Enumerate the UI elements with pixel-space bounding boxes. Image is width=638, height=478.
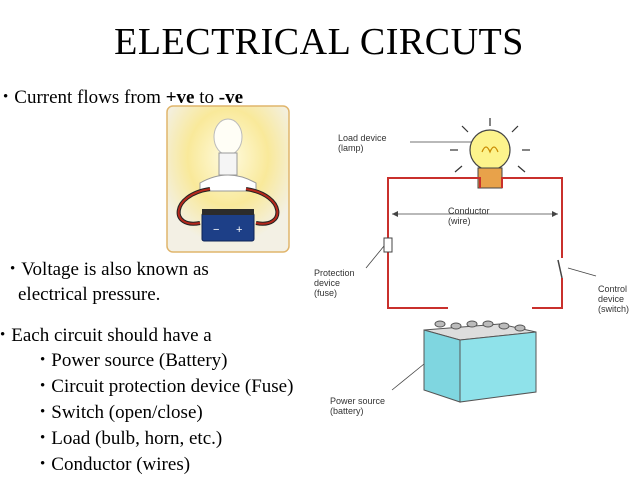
bullet-dot: •	[40, 378, 46, 394]
lamp-icon	[469, 129, 511, 171]
bullet-voltage: •Voltage is also known as electrical pre…	[10, 259, 209, 305]
bullet-dot: •	[40, 352, 46, 368]
battery-minus-sign: −	[213, 224, 219, 236]
control-device-label: Control device (switch)	[598, 284, 629, 314]
circuit-diagram	[365, 118, 597, 403]
bullet-dot: •	[10, 261, 16, 277]
bullet-each-circuit: •Each circuit should have a	[0, 325, 212, 346]
load-device-label: Load device (lamp)	[338, 133, 387, 153]
protection-device-label: Protection device (fuse)	[314, 268, 355, 298]
positive-label: +ve	[165, 87, 195, 108]
bullet-dot: •	[0, 327, 6, 343]
conductor-label: Conductor (wire)	[448, 206, 490, 226]
power-source-label: Power source (battery)	[330, 396, 386, 416]
bullet-current-flow: •Current flows from +ve to -ve	[3, 87, 244, 108]
circuit-wire	[387, 177, 563, 309]
sub-item: •Load (bulb, horn, etc.)	[40, 428, 223, 449]
switch-icon	[557, 259, 563, 279]
battery-icon	[423, 320, 537, 403]
bullet-dot: •	[3, 89, 9, 105]
bullet-dot: •	[40, 430, 46, 446]
bullet-dot: •	[40, 456, 46, 472]
lamp-rays	[450, 118, 530, 173]
sub-item: •Switch (open/close)	[40, 402, 203, 423]
sub-item: •Conductor (wires)	[40, 454, 191, 475]
sub-item: •Circuit protection device (Fuse)	[40, 376, 294, 397]
bullet-dot: •	[40, 404, 46, 420]
bulb-battery-illustration: − +	[166, 105, 290, 253]
battery-plus-sign: +	[236, 224, 242, 236]
negative-label: -ve	[218, 87, 244, 108]
fuse-icon	[383, 237, 393, 253]
slide-title: ELECTRICAL CIRCUTS	[114, 21, 524, 63]
sub-item: •Power source (Battery)	[40, 350, 228, 371]
